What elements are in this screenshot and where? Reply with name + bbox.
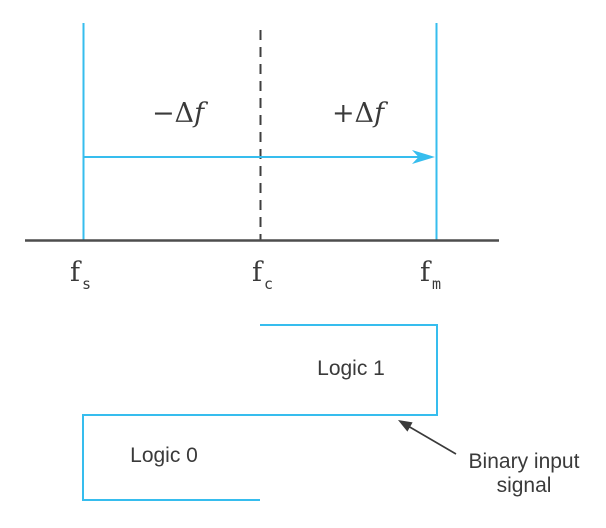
logic1-label: Logic 1 [317, 357, 385, 380]
negative-deviation-label: −Δf [152, 98, 208, 129]
positive-deviation-label: +Δf [332, 98, 388, 129]
annotation-arrowhead-icon [398, 420, 413, 432]
logic0-label: Logic 0 [130, 444, 198, 467]
annotation-arrow-shaft [407, 425, 457, 455]
binary-input-annotation-line1: Binary input [469, 450, 580, 473]
binary-input-annotation-line2: signal [497, 474, 552, 497]
deviation-arrowhead-icon [412, 150, 435, 164]
binary-signal-waveform [82, 324, 438, 501]
